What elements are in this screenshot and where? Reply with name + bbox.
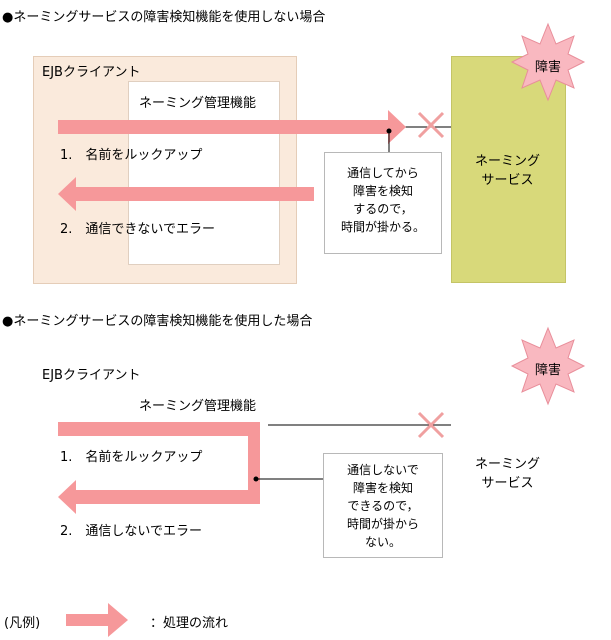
diagram1-step1-text: 1. 名前をルックアップ: [60, 148, 203, 163]
diagram2-step2-text: 2. 通信しないでエラー: [60, 524, 203, 539]
diagram1-note-line-1: 通信してから: [347, 166, 419, 180]
diagram2-service-line-2: サービス: [481, 476, 534, 491]
diagram1-note-line-2: 障害を検知: [352, 184, 413, 198]
diagram2-note-box: 通信しないで 障害を検知 できるので， 時間が掛から ない。: [323, 453, 443, 558]
diagram2-step1-text: 1. 名前をルックアップ: [60, 450, 203, 465]
diagram1-failure-label: 障害: [535, 60, 562, 75]
diagram1-naming-manager-label: ネーミング管理機能: [139, 96, 257, 111]
diagram2-note-line-5: ない。: [364, 535, 401, 549]
legend-description: ：処理の流れ: [150, 616, 229, 631]
legend-arrow: [66, 603, 128, 637]
diagram2-naming-service-label: ネーミング サービス: [451, 455, 564, 493]
diagram1-ejb-client-label: EJBクライアント: [42, 65, 141, 80]
diagram1-note-box: 通信してから 障害を検知 するので， 時間が掛かる。: [324, 152, 442, 254]
diagram1-title: ●ネーミングサービスの障害検知機能を使用しない場合: [2, 10, 326, 25]
diagram1-note-line-3: するので，: [353, 202, 413, 216]
diagram1-note-line-4: 時間が掛かる。: [340, 220, 425, 234]
diagram2-cross-a: [417, 411, 445, 439]
diagram2-ejb-client-label: EJBクライアント: [42, 368, 141, 383]
diagram1-cross-a: [417, 111, 445, 139]
diagram1-callout-dot: [386, 128, 392, 134]
legend-label: (凡例): [4, 616, 41, 631]
diagram2-flow-arrow: [58, 422, 260, 514]
diagram2-ejb-client-box: [33, 358, 297, 586]
diagram2-failure-label: 障害: [535, 363, 562, 378]
diagram2-callout-dot: [253, 476, 259, 482]
diagram2-note-line-3: できるので，: [347, 499, 419, 513]
diagram2-cross-b: [417, 411, 445, 439]
diagram2-service-line-1: ネーミング: [474, 457, 540, 472]
diagram2-note-line-4: 時間が掛から: [346, 517, 419, 531]
diagram1-naming-service-label: ネーミング サービス: [451, 152, 564, 190]
diagram1-service-line-1: ネーミング: [474, 154, 540, 169]
diagram2-title: ●ネーミングサービスの障害検知機能を使用した場合: [2, 314, 313, 329]
diagram1-step2-text: 2. 通信できないでエラー: [60, 222, 216, 237]
diagram1-cross-b: [417, 111, 445, 139]
diagram1-service-line-2: サービス: [481, 173, 534, 188]
diagram2-note-line-2: 障害を検知: [352, 481, 413, 495]
diagram2-note-line-1: 通信しないで: [347, 463, 419, 477]
diagram2-naming-manager-label: ネーミング管理機能: [139, 399, 257, 414]
